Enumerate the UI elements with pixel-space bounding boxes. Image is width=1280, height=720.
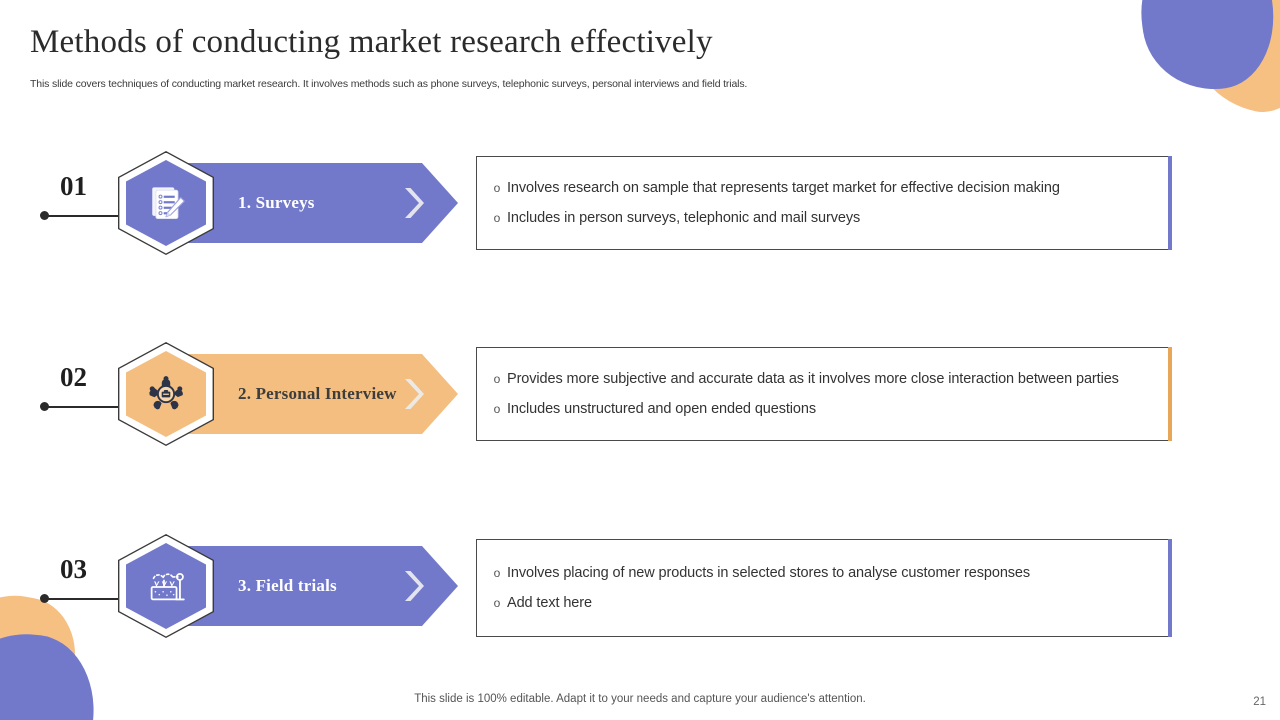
bullet-marker: o [493, 596, 501, 610]
connector-dot-1 [40, 211, 49, 220]
bullet-item: o Add text here [487, 593, 1149, 613]
step-number-2: 02 [60, 362, 87, 392]
method-row-3: 03 [0, 530, 1280, 640]
bullet-text: Involves placing of new products in sele… [507, 565, 1031, 581]
method-banner-3[interactable]: 3. Field trials [168, 546, 458, 626]
method-row-2: 02 [0, 338, 1280, 448]
bullet-marker: o [493, 372, 501, 386]
page-number: 21 [1253, 696, 1266, 708]
step-number-1: 01 [60, 171, 87, 201]
connector-line-1 [46, 215, 150, 217]
bullet-marker: o [493, 181, 501, 195]
bullet-text: Involves research on sample that represe… [507, 180, 1060, 196]
method-description-2: o Provides more subjective and accurate … [476, 347, 1172, 441]
connector-line-3 [46, 598, 150, 600]
step-number-3: 03 [60, 554, 87, 584]
bullet-text: Includes unstructured and open ended que… [507, 401, 816, 417]
method-label-1: 1. Surveys [238, 193, 315, 212]
icon-hexagon-3 [118, 534, 214, 638]
bullet-item: o Includes in person surveys, telephonic… [487, 208, 1149, 228]
connector-dot-2 [40, 402, 49, 411]
step-number-group-3: 03 [40, 554, 152, 616]
bullet-marker: o [493, 211, 501, 225]
planter-sprinkler-field-icon [126, 543, 206, 629]
method-description-3: o Involves placing of new products in se… [476, 539, 1172, 637]
bullet-text: Add text here [507, 595, 592, 611]
method-description-1: o Involves research on sample that repre… [476, 156, 1172, 250]
page-title: Methods of conducting market research ef… [30, 24, 713, 60]
icon-hexagon-1 [118, 151, 214, 255]
decorative-blob-bottom-left-purple [0, 627, 102, 720]
bullet-text: Provides more subjective and accurate da… [507, 371, 1119, 387]
meeting-table-people-icon [126, 351, 206, 437]
bullet-item: o Includes unstructured and open ended q… [487, 399, 1149, 419]
method-banner-1[interactable]: 1. Surveys [168, 163, 458, 243]
bullet-item: o Provides more subjective and accurate … [487, 369, 1149, 389]
chevron-right-icon-3 [402, 568, 424, 604]
method-label-3: 3. Field trials [238, 576, 337, 595]
method-row-1: 01 [0, 147, 1280, 257]
editable-note: This slide is 100% editable. Adapt it to… [414, 693, 866, 705]
bullet-marker: o [493, 566, 501, 580]
method-banner-2[interactable]: 2. Personal Interview [168, 354, 458, 434]
decorative-blob-top-right-orange [1185, 0, 1280, 122]
connector-dot-3 [40, 594, 49, 603]
bullet-item: o Involves research on sample that repre… [487, 178, 1149, 198]
bullet-marker: o [493, 402, 501, 416]
method-label-2: 2. Personal Interview [238, 384, 397, 403]
chevron-right-icon-1 [402, 185, 424, 221]
connector-line-2 [46, 406, 150, 408]
bullet-text: Includes in person surveys, telephonic a… [507, 210, 861, 226]
clipboard-checklist-pencil-icon [126, 160, 206, 246]
chevron-right-icon-2 [402, 376, 424, 412]
step-number-group-1: 01 [40, 171, 152, 233]
bullet-item: o Involves placing of new products in se… [487, 563, 1149, 583]
page-subtitle: This slide covers techniques of conducti… [30, 78, 748, 90]
step-number-group-2: 02 [40, 362, 152, 424]
icon-hexagon-2 [118, 342, 214, 446]
decorative-blob-top-right-purple [1132, 0, 1280, 99]
